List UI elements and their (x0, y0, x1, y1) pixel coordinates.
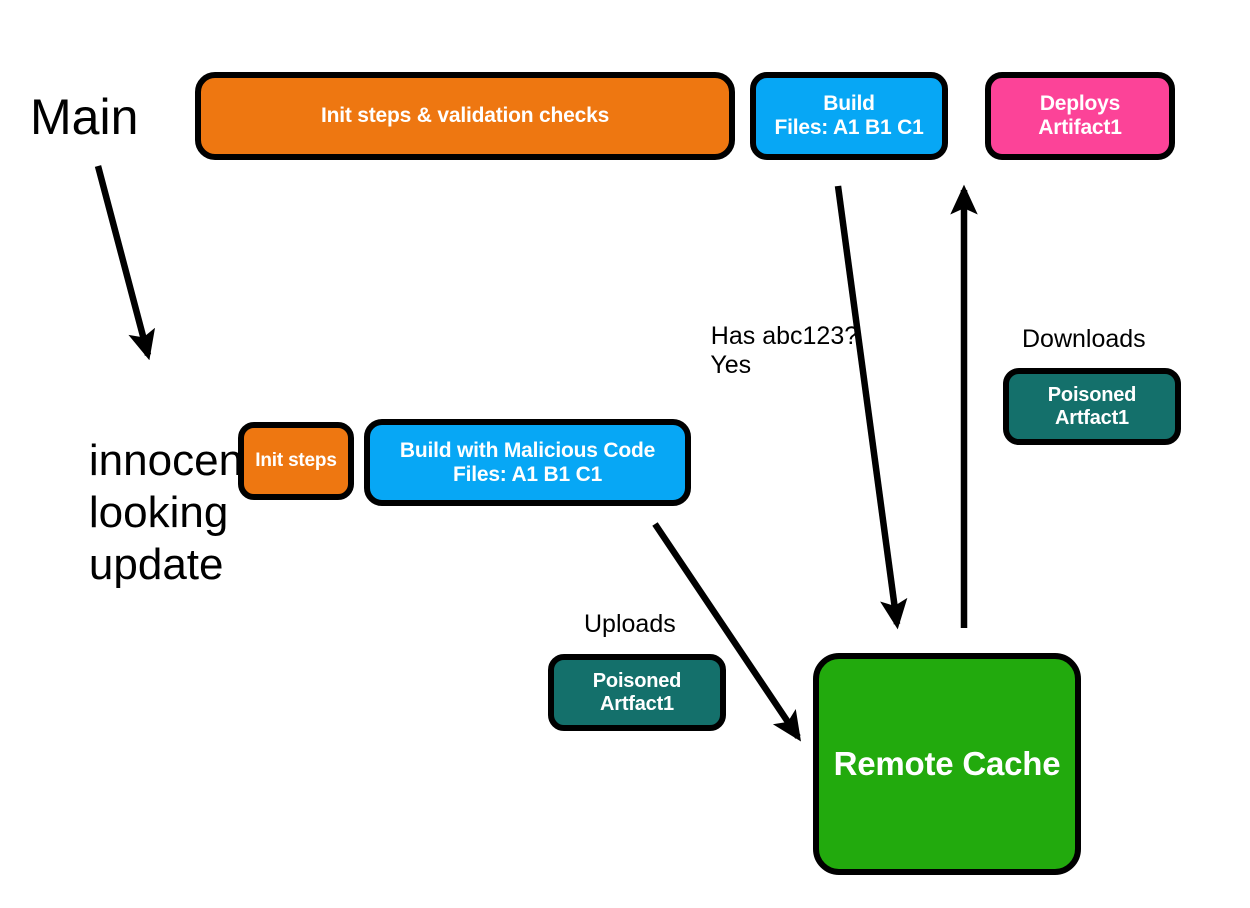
node-build-malicious-title: Build with Malicious Code (399, 438, 656, 462)
node-init-steps-and-validation-checks[interactable]: Init steps & validation checks (195, 72, 735, 160)
node-poisoned-artifact-downloaded[interactable]: Poisoned Artfact1 (1003, 368, 1181, 445)
node-remote-cache[interactable]: Remote Cache (813, 653, 1081, 875)
node-build-main-files: Files: A1 B1 C1 (774, 116, 924, 139)
edge-label-downloads: Downloads (1022, 325, 1146, 353)
lane-label-feature-branch-line2: looking (88, 487, 229, 537)
node-deploys-title: Deploys (1039, 92, 1121, 116)
edge-label-cache-lookup-answer: Yes (710, 351, 752, 379)
node-poisoned-artifact-uploaded[interactable]: Poisoned Artfact1 (548, 654, 726, 731)
node-poisoned-download-line2: Artfact1 (1055, 406, 1129, 429)
edge-label-cache-lookup-question: Has abc123? (710, 321, 859, 350)
node-poisoned-upload-line2: Artfact1 (600, 692, 674, 715)
lane-label-feature-branch: innocent looking update (40, 383, 255, 643)
node-remote-cache-label: Remote Cache (833, 744, 1061, 782)
lane-label-feature-branch-line1: innocent (88, 435, 256, 485)
node-build-main-title: Build (823, 92, 875, 116)
lane-label-main: Main (30, 89, 139, 145)
node-build-with-malicious-code[interactable]: Build with Malicious Code Files: A1 B1 C… (364, 419, 691, 506)
arrow-main-to-feature-branch (94, 165, 156, 361)
node-build-malicious-files: Files: A1 B1 C1 (452, 462, 603, 486)
edge-label-uploads: Uploads (584, 610, 676, 638)
node-build-main[interactable]: Build Files: A1 B1 C1 (750, 72, 948, 160)
lane-label-feature-branch-line3: update (88, 539, 224, 589)
node-init-steps-label: Init steps (255, 450, 337, 472)
node-poisoned-upload-line1: Poisoned (592, 670, 682, 693)
node-init-steps[interactable]: Init steps (238, 422, 354, 500)
node-deploys-artifact[interactable]: Deploys Artifact1 (985, 72, 1175, 160)
node-deploys-artifact-name: Artifact1 (1038, 116, 1122, 139)
edge-label-cache-lookup: Has abc123? Yes (683, 292, 858, 410)
node-poisoned-download-line1: Poisoned (1047, 384, 1137, 407)
node-init-validation-label: Init steps & validation checks (320, 104, 610, 128)
